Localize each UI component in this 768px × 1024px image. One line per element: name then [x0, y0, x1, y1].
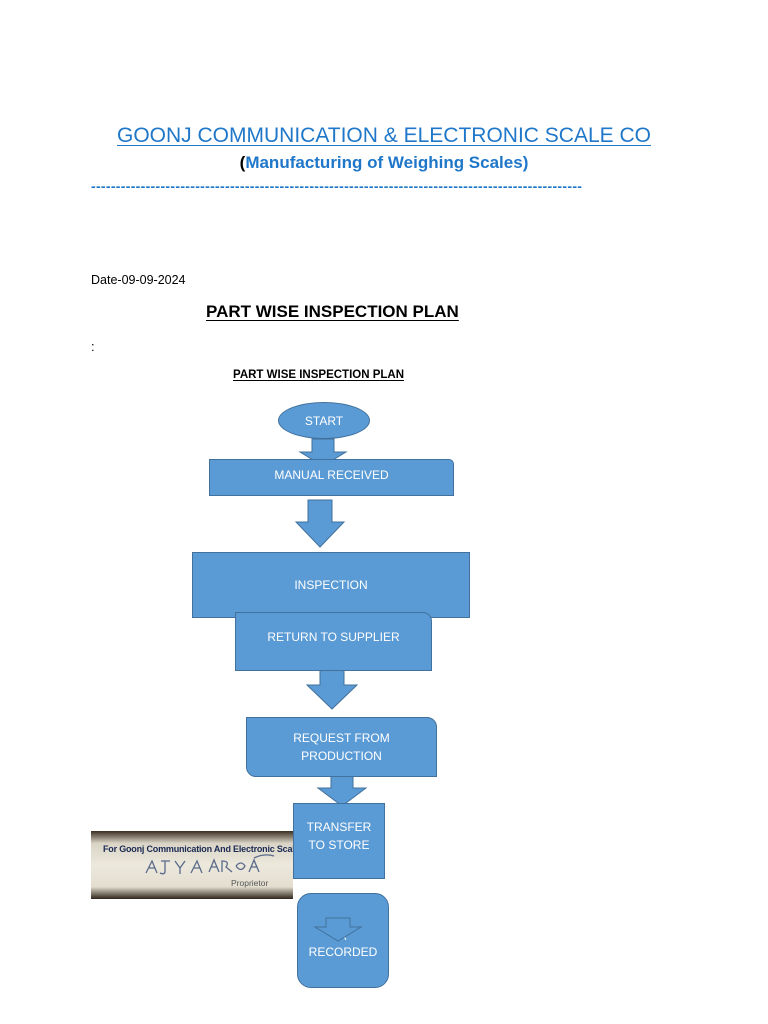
arrow-transfer-to-recorded [313, 917, 363, 942]
arrow-manual-to-inspection [294, 499, 346, 548]
company-stamp: For Goonj Communication And Electronic S… [91, 831, 293, 899]
return-to-supplier-box: RETURN TO SUPPLIER [235, 612, 432, 671]
company-name: GOONJ COMMUNICATION & ELECTRONIC SCALE C… [117, 124, 651, 147]
transfer-to-store-box: TRANSFER TO STORE [293, 803, 385, 879]
stamp-role-text: Proprietor [231, 878, 269, 888]
arrow-request-to-transfer [316, 774, 368, 807]
request-label-line1: REQUEST FROM [293, 731, 390, 745]
request-label-line2: PRODUCTION [301, 749, 382, 763]
start-label: START [304, 413, 344, 428]
transfer-label-line2: TO STORE [308, 838, 370, 852]
request-from-production-box: REQUEST FROM PRODUCTION [246, 717, 437, 777]
signature-image [145, 854, 275, 875]
flowchart-title: PART WISE INSPECTION PLAN [233, 369, 405, 381]
manual-received-box: MANUAL RECEIVED [209, 459, 454, 496]
header-divider: ----------------------------------------… [91, 178, 583, 194]
inspection-box: INSPECTION [192, 552, 470, 618]
page-title: PART WISE INSPECTION PLAN [206, 302, 459, 321]
manual-received-label: MANUAL RECEIVED [274, 468, 389, 482]
subtitle-text: Manufacturing of Weighing Scales) [245, 153, 529, 172]
inspection-label: INSPECTION [294, 578, 368, 592]
recorded-label: RECORDED [308, 944, 378, 959]
return-to-supplier-label: RETURN TO SUPPLIER [267, 630, 400, 644]
transfer-label-line1: TRANSFER [306, 820, 372, 834]
document-date: Date-09-09-2024 [91, 273, 186, 287]
colon-text: : [91, 339, 95, 354]
start-node: START [278, 402, 370, 439]
company-subtitle: (Manufacturing of Weighing Scales) [0, 153, 768, 173]
subtitle-paren: ( [239, 153, 246, 172]
recorded-box: A RECORDED [297, 893, 389, 988]
stamp-company-text: For Goonj Communication And Electronic S… [103, 844, 293, 854]
